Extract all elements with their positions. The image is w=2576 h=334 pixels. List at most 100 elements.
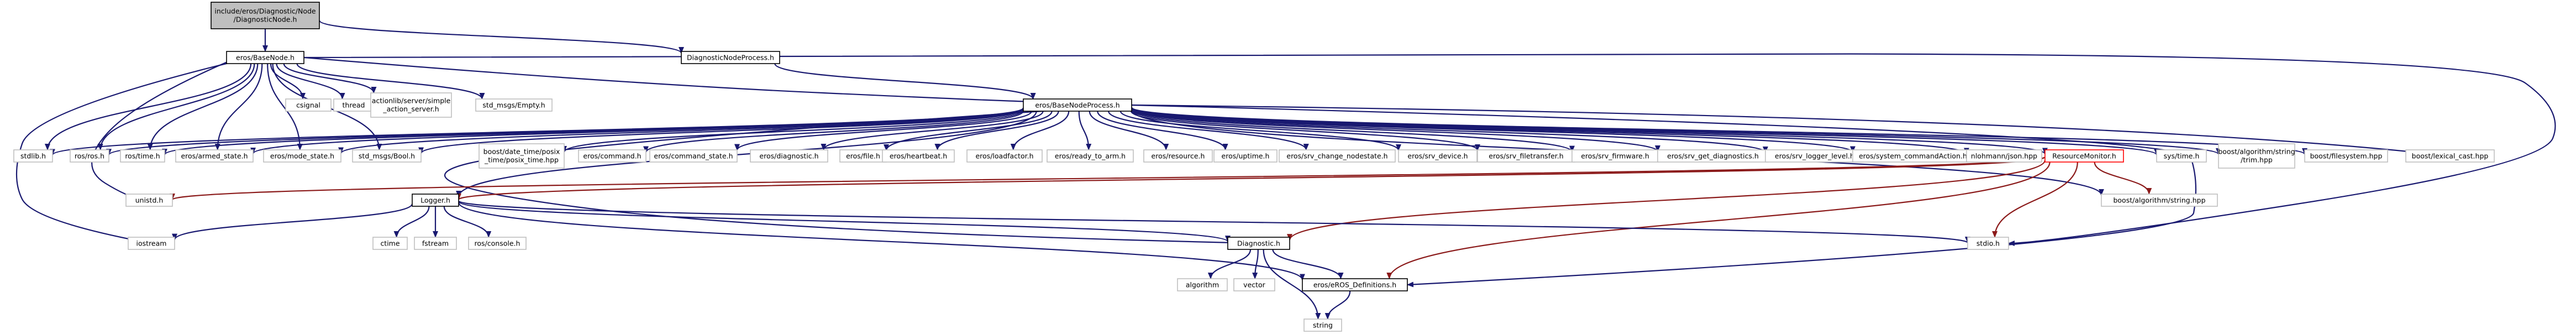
node-stdio: stdio.h <box>1967 237 2009 250</box>
node-label: vector <box>1243 281 1266 289</box>
edge-logger-to-eros-definitions <box>458 202 1305 281</box>
node-fstream: fstream <box>414 237 457 250</box>
node-root[interactable]: include/eros/Diagnostic/Node/DiagnosticN… <box>211 2 320 29</box>
node-label: Logger.h <box>420 196 450 205</box>
node-label: ros/console.h <box>475 239 521 248</box>
node-box <box>352 149 422 163</box>
edge-basenode-to-ros-time <box>147 63 259 150</box>
edge-basenode-to-mode-state <box>267 63 303 150</box>
node-box <box>125 194 173 207</box>
node-box <box>226 51 304 64</box>
node-box <box>2304 149 2388 163</box>
node-label: ResourceMonitor.h <box>2052 152 2116 160</box>
node-box <box>1967 237 2009 250</box>
edge-basenodeprocess-to-eros-definitions <box>1131 104 2197 288</box>
edge-basenodeprocess-to-posix-time <box>561 109 1024 153</box>
node-label: nlohmann/json.hpp <box>1971 152 2037 160</box>
node-box <box>1302 278 1408 291</box>
node-box <box>882 149 955 163</box>
edge-basenodeprocess-to-uptime <box>1097 111 1228 150</box>
edge-diagnostic-to-eros-definitions <box>1272 249 1344 279</box>
node-label: sys/time.h <box>2164 152 2200 160</box>
node-label: eros/srv_get_diagnostics.h <box>1667 152 1759 160</box>
edge-logger-to-diagnostic <box>458 201 1231 243</box>
edge-basenodeprocess-to-diagnostic <box>444 104 1259 246</box>
node-loadfactor: eros/loadfactor.h <box>966 149 1043 163</box>
node-label: eros/command_state.h <box>654 152 733 160</box>
edge-diagnosticnodeprocess-to-basenodeprocess <box>774 63 1036 100</box>
node-label: boost/date_time/posix_time/posix_time.hp… <box>483 148 560 164</box>
node-label: eros/ready_to_arm.h <box>1055 152 1126 160</box>
node-label: stdio.h <box>1976 239 2000 248</box>
node-logger[interactable]: Logger.h <box>412 194 459 207</box>
node-std-msgs-empty: std_msgs/Empty.h <box>475 98 553 112</box>
node-basenode[interactable]: eros/BaseNode.h <box>226 51 304 64</box>
node-box <box>175 149 254 163</box>
edge-basenodeprocess-to-srv-firmware <box>1131 109 1575 153</box>
node-box <box>475 98 553 112</box>
node-box <box>649 149 738 163</box>
node-basenodeprocess[interactable]: eros/BaseNodeProcess.h <box>1023 98 1132 112</box>
node-box <box>412 194 459 207</box>
edge-basenode-to-actionlib <box>283 63 377 93</box>
node-box <box>372 237 408 250</box>
node-label: eros/file.h <box>846 152 880 160</box>
node-box <box>1303 319 1342 332</box>
edge-basenodeprocess-to-ros-time <box>162 107 1024 155</box>
node-label: eros/srv_filetransfer.h <box>1489 152 1563 160</box>
node-label: ros/ros.h <box>75 152 104 160</box>
node-box <box>750 149 828 163</box>
node-thread: thread <box>333 98 374 112</box>
node-label: eros/srv_change_nodestate.h <box>1286 152 1387 160</box>
node-diagnostic-msg: eros/diagnostic.h <box>750 149 828 163</box>
node-box <box>1398 149 1478 163</box>
edge-resourcemonitor-to-eros-definitions <box>1386 161 2051 279</box>
node-file: eros/file.h <box>839 149 887 163</box>
edge-basenode-to-stdlib <box>45 63 252 150</box>
node-label: DiagnosticNodeProcess.h <box>687 54 774 62</box>
node-label: eros/mode_state.h <box>270 152 334 160</box>
node-label: eros/heartbeat.h <box>890 152 947 160</box>
node-diagnosticnodeprocess[interactable]: DiagnosticNodeProcess.h <box>681 51 780 64</box>
node-srv-filetransfer: eros/srv_filetransfer.h <box>1477 149 1575 163</box>
edge-basenodeprocess-to-srv-filetransfer <box>1130 111 1480 152</box>
node-json: nlohmann/json.hpp <box>1966 149 2042 163</box>
node-box <box>263 149 341 163</box>
node-box <box>70 149 109 163</box>
node-filesystem: boost/filesystem.hpp <box>2304 149 2388 163</box>
node-command: eros/command.h <box>578 149 646 163</box>
node-label: string <box>1313 321 1333 330</box>
node-label: std_msgs/Empty.h <box>482 101 545 109</box>
node-label: boost/algorithm/string.hpp <box>2113 196 2205 205</box>
node-iostream: iostream <box>128 237 175 250</box>
node-uptime: eros/uptime.h <box>1213 149 1278 163</box>
node-box <box>1233 278 1275 291</box>
edge-basenodeprocess-to-std-msgs-bool <box>418 108 1024 154</box>
node-label: eros/srv_device.h <box>1407 152 1468 160</box>
node-ros-ros: ros/ros.h <box>70 149 109 163</box>
node-label: eros/srv_logger_level.h <box>1775 152 1854 160</box>
node-eros-definitions[interactable]: eros/eROS_Definitions.h <box>1302 278 1408 291</box>
node-diagnostic[interactable]: Diagnostic.h <box>1227 237 1290 250</box>
edge-basenodeprocess-to-heartbeat <box>934 111 1059 150</box>
edge-basenodeprocess-to-armed-state <box>250 107 1024 154</box>
node-box <box>2156 149 2207 163</box>
edge-diagnostic-to-string <box>1263 249 1321 320</box>
node-lexical-cast: boost/lexical_cast.hpp <box>2405 149 2495 163</box>
edge-basenodeprocess-to-command <box>643 111 1024 153</box>
node-label: eros/srv_firmware.h <box>1581 152 1649 160</box>
node-unistd: unistd.h <box>125 194 173 207</box>
node-box <box>13 149 53 163</box>
node-resourcemonitor[interactable]: ResourceMonitor.h <box>2044 149 2124 163</box>
node-ros-time: ros/time.h <box>120 149 165 163</box>
node-box <box>285 98 332 112</box>
node-box <box>1143 149 1213 163</box>
edge-resourcemonitor-to-unistd <box>170 156 2046 201</box>
edge-basenodeprocess-to-sys-time <box>1131 107 2159 155</box>
node-sys-time: sys/time.h <box>2156 149 2207 163</box>
node-label: actionlib/server/simple_action_server.h <box>372 97 451 113</box>
edge-resourcemonitor-to-algo-string <box>2094 161 2152 195</box>
edge-basenode-to-csignal <box>270 63 306 100</box>
node-label: eros/eROS_Definitions.h <box>1313 281 1396 289</box>
node-label: eros/loadfactor.h <box>975 152 1033 160</box>
